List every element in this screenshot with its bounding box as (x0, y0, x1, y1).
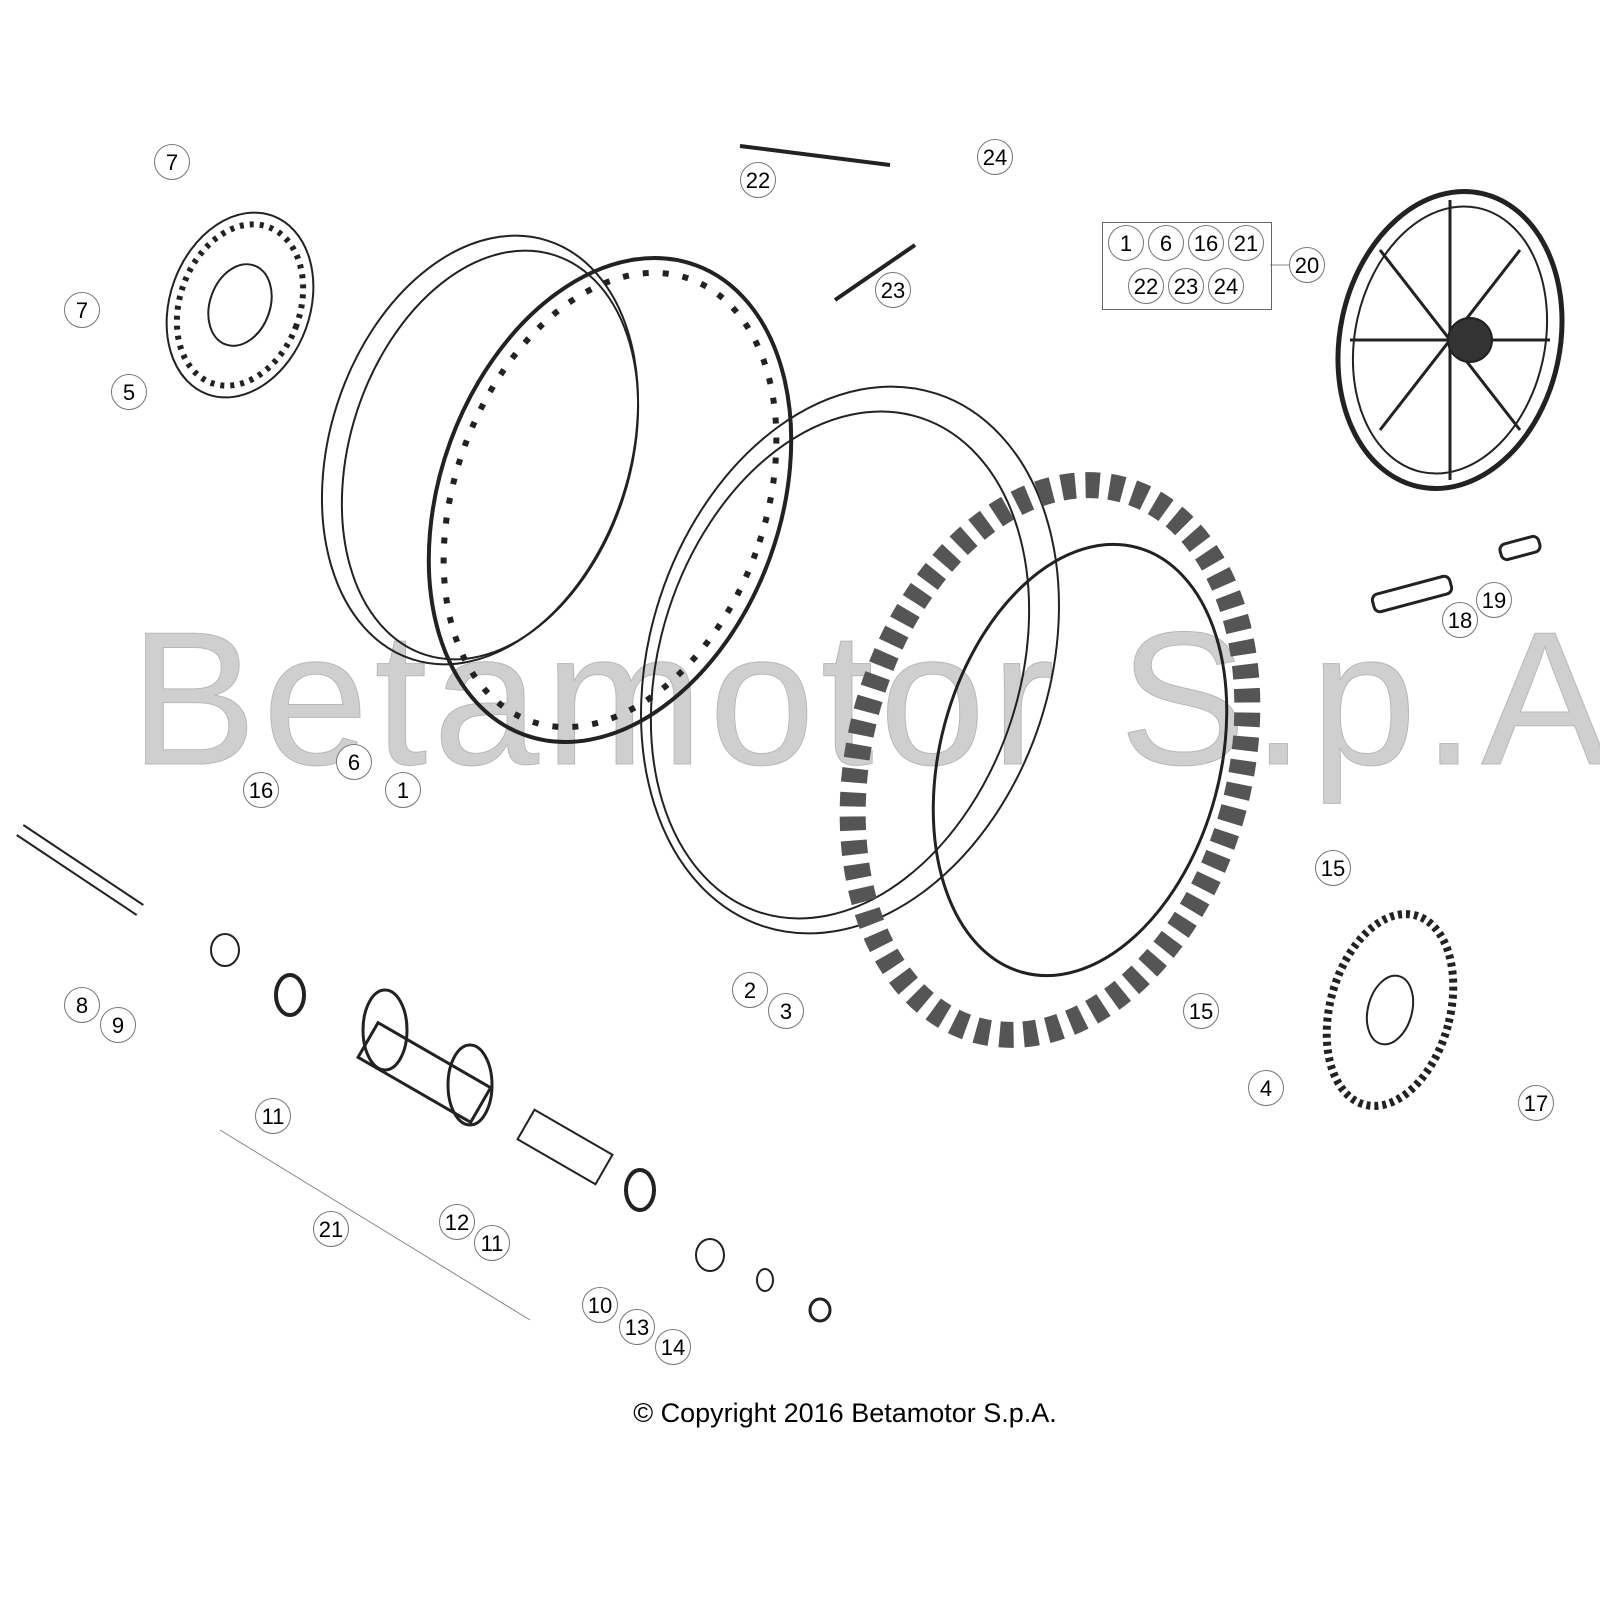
part-callout[interactable]: 5 (111, 374, 147, 410)
part-callout[interactable]: 13 (619, 1309, 655, 1345)
part-callout[interactable]: 6 (336, 744, 372, 780)
part-callout[interactable]: 10 (582, 1287, 618, 1323)
kit-contents-box (1102, 222, 1272, 310)
chain-link-drawing (1370, 534, 1542, 614)
part-callout[interactable]: 4 (1248, 1070, 1284, 1106)
part-callout[interactable]: 16 (243, 772, 279, 808)
copyright: © Copyright 2016 Betamotor S.p.A. (633, 1398, 1057, 1428)
part-callout[interactable]: 22 (740, 162, 776, 198)
part-callout[interactable]: 16 (1188, 225, 1224, 261)
inner-tube-drawing (640, 385, 1060, 935)
part-callout[interactable]: 15 (1315, 850, 1351, 886)
sprocket-drawing (1322, 910, 1458, 1110)
part-callout[interactable]: 21 (313, 1211, 349, 1247)
part-callout[interactable]: 3 (768, 993, 804, 1029)
part-callout[interactable]: 19 (1476, 582, 1512, 618)
part-callout[interactable]: 11 (255, 1098, 291, 1134)
part-callout[interactable]: 11 (474, 1225, 510, 1261)
part-callout[interactable]: 1 (1108, 225, 1144, 261)
brake-disc-drawing (165, 211, 315, 399)
rim-drawing (426, 255, 794, 745)
spokes-drawing (739, 144, 917, 302)
part-callout[interactable]: 2 (732, 972, 768, 1008)
tyre-drawing (839, 472, 1261, 1048)
part-callout[interactable]: 24 (1208, 268, 1244, 304)
part-callout[interactable]: 23 (875, 272, 911, 308)
part-callout[interactable]: 12 (439, 1204, 475, 1240)
part-callout[interactable]: 6 (1148, 225, 1184, 261)
part-callout[interactable]: 20 (1289, 247, 1325, 283)
leader-lines (219, 264, 1290, 1321)
part-callout[interactable]: 15 (1183, 993, 1219, 1029)
rim-tape-drawing (320, 234, 640, 666)
part-callout[interactable]: 1 (385, 772, 421, 808)
part-callout[interactable]: 8 (64, 987, 100, 1023)
part-callout[interactable]: 7 (154, 144, 190, 180)
part-callout[interactable]: 7 (64, 292, 100, 328)
part-callout[interactable]: 24 (977, 139, 1013, 175)
part-callout[interactable]: 21 (1228, 225, 1264, 261)
complete-wheel-drawing (1335, 189, 1565, 491)
part-callout[interactable]: 23 (1168, 268, 1204, 304)
axle-drawing (16, 824, 144, 916)
part-callout[interactable]: 9 (100, 1007, 136, 1043)
part-callout[interactable]: 22 (1128, 268, 1164, 304)
part-callout[interactable]: 17 (1518, 1085, 1554, 1121)
hub-drawing (210, 933, 832, 1323)
part-callout[interactable]: 18 (1442, 602, 1478, 638)
part-callout[interactable]: 14 (655, 1329, 691, 1365)
